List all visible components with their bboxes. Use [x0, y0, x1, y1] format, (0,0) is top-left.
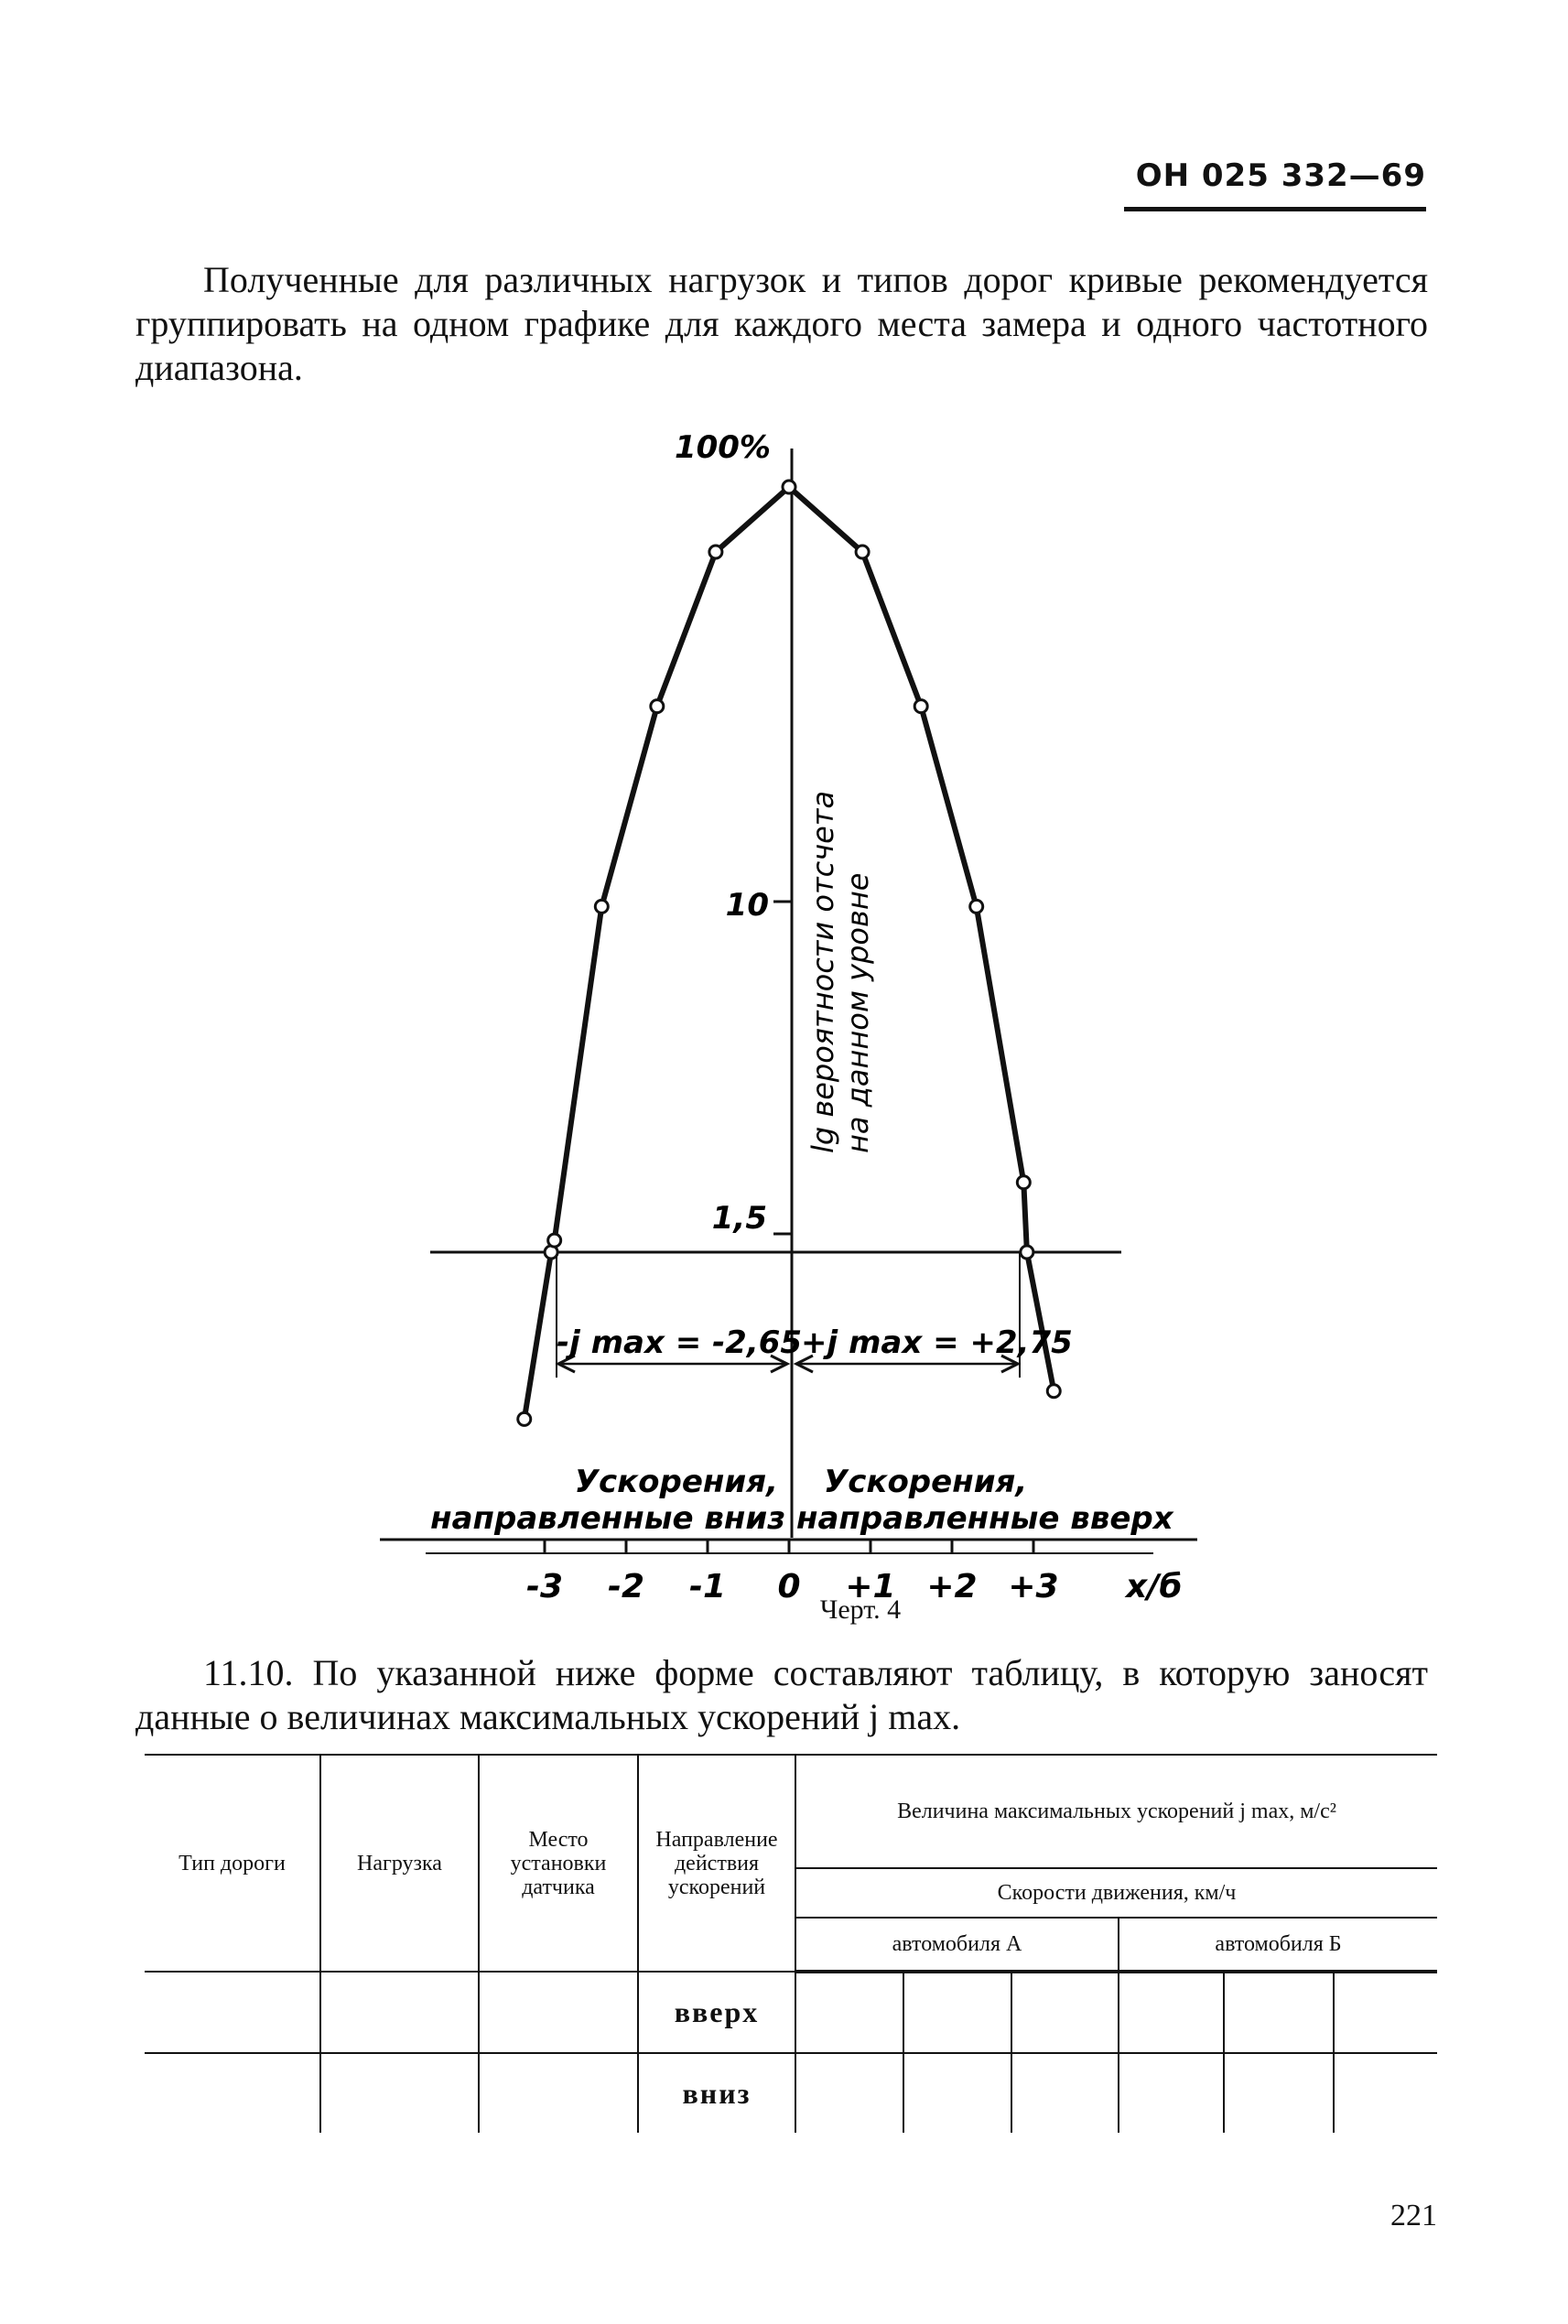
table-cell: [903, 1972, 1012, 2053]
y-tick-label-100: 100%: [675, 429, 771, 466]
col-header-max-acceleration: Величина максимальных ускорений j max, м…: [795, 1754, 1437, 1869]
curve-point: [968, 898, 985, 914]
pos-jmax-arrowhead-left: [793, 1354, 814, 1374]
table-cell: [319, 1972, 480, 2053]
y-tick-label-15: 1,5: [712, 1200, 767, 1237]
col-header-road-type: Тип дороги: [145, 1754, 321, 1973]
curve-point: [546, 1232, 563, 1248]
y-tick-label-10: 10: [726, 887, 769, 924]
probability-chart: 100% 10 1,5 lg вероятности отсчета на да…: [380, 429, 1197, 1605]
col-header-vehicle-a: автомобиля А: [795, 1917, 1119, 1973]
x-tick-label: 0: [777, 1568, 800, 1605]
x-tick-label: -2: [608, 1568, 644, 1605]
x-tick-label: -3: [526, 1568, 563, 1605]
curve-point: [854, 544, 871, 560]
curve-point: [913, 698, 929, 715]
table-cell: [1011, 1972, 1119, 2053]
x-tick-label: +2: [926, 1568, 977, 1605]
curve-point: [708, 544, 724, 560]
right-region-label-line1: Ускорения,: [824, 1464, 1027, 1500]
table-cell: [1118, 2053, 1225, 2133]
col-header-vehicle-b: автомобиля Б: [1118, 1917, 1437, 1973]
table-cell: [145, 1972, 321, 2053]
page-number: 221: [1390, 2199, 1437, 2232]
pos-jmax-label: +j max = +2,75: [801, 1324, 1073, 1361]
table-cell: [319, 2053, 480, 2133]
x-tick-label: -1: [689, 1568, 726, 1605]
neg-jmax-arrowhead-right: [770, 1354, 791, 1374]
x-unit-label: x/б: [1124, 1568, 1183, 1605]
curve-point: [1015, 1174, 1032, 1191]
pos-jmax-arrowhead-right: [1000, 1354, 1022, 1374]
acceleration-table: Тип дороги Нагрузка Место установки датч…: [145, 1754, 1437, 2133]
direction-down-cell: вниз: [637, 2053, 796, 2133]
table-cell: [1011, 2053, 1119, 2133]
col-header-load: Нагрузка: [319, 1754, 480, 1973]
curve-point: [781, 479, 797, 495]
document-code: ОН 025 332—69: [1135, 157, 1426, 194]
direction-up-cell: вверх: [637, 1972, 796, 2053]
x-tick-label: +3: [1008, 1568, 1058, 1605]
table-cell: [795, 1972, 904, 2053]
table-cell: [1118, 1972, 1225, 2053]
curve-point: [1019, 1244, 1035, 1260]
left-region-label-line2: направленные вниз: [430, 1500, 785, 1537]
neg-jmax-arrowhead-left: [555, 1354, 576, 1374]
paragraph-intro: Полученные для различных нагрузок и типо…: [135, 259, 1428, 388]
col-header-speeds: Скорости движения, км/ч: [795, 1867, 1437, 1919]
table-cell: [795, 2053, 904, 2133]
table-cell: [1333, 1972, 1437, 2053]
paragraph-table-intro: 11.10. По указанной ниже форме составляю…: [135, 1652, 1428, 1737]
header-rule: [1124, 207, 1426, 211]
probability-curve: [521, 482, 1057, 1420]
left-region-label-line1: Ускорения,: [575, 1464, 778, 1500]
col-header-direction: Направление действия ускорений: [637, 1754, 796, 1973]
neg-jmax-label: -j max = -2,65: [557, 1324, 802, 1361]
y-axis-label-line2: на данном уровне: [840, 873, 875, 1153]
y-axis-label-line1: lg вероятности отсчета: [806, 791, 840, 1153]
figure-caption: Черт. 4: [819, 1594, 902, 1625]
table-cell: [903, 2053, 1012, 2133]
curve-point: [516, 1411, 533, 1427]
curve-point: [1045, 1383, 1062, 1400]
table-cell: [1223, 1972, 1335, 2053]
curve-point: [593, 898, 610, 914]
table-cell: [1333, 2053, 1437, 2133]
col-header-sensor-location: Место установки датчика: [478, 1754, 639, 1973]
right-region-label-line2: направленные вверх: [796, 1500, 1174, 1537]
table-cell: [145, 2053, 321, 2133]
table-cell: [478, 2053, 639, 2133]
table-cell: [1223, 2053, 1335, 2133]
curve-point: [649, 698, 665, 715]
table-cell: [478, 1972, 639, 2053]
x-tick-label: +1: [845, 1568, 895, 1605]
